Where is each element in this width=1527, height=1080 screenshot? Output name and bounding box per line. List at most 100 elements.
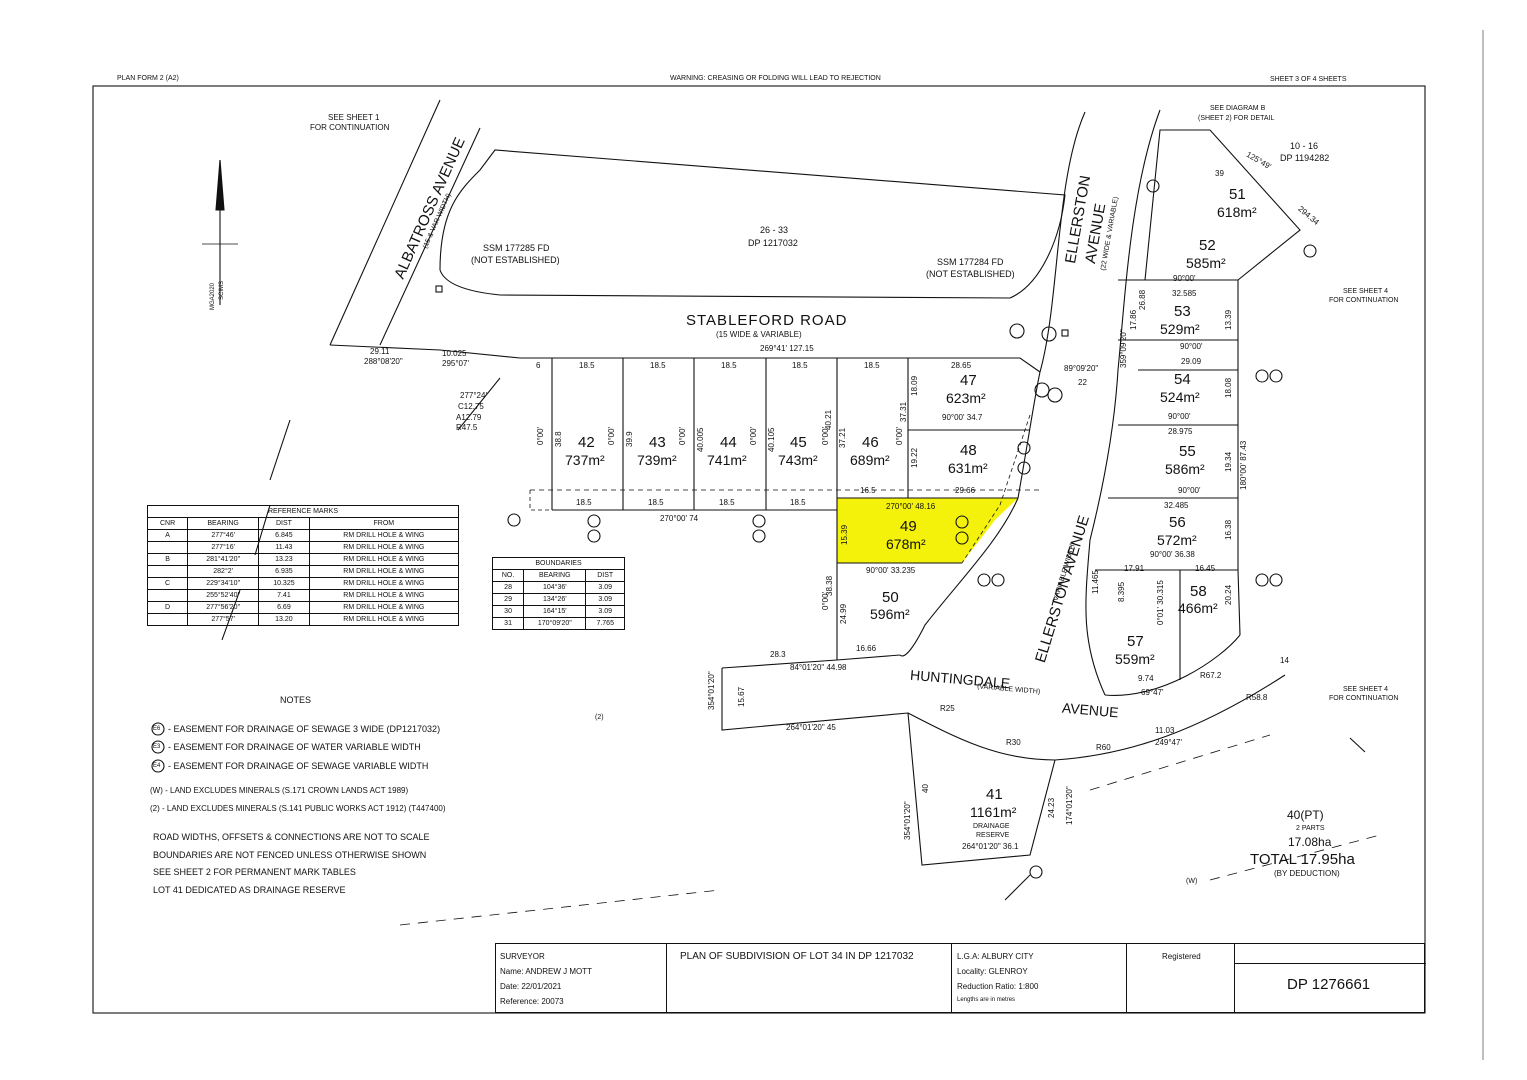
note-line2: BOUNDARIES ARE NOT FENCED UNLESS OTHERWI…	[153, 850, 427, 860]
lot-45-area: 743m²	[778, 452, 818, 468]
lengths-note: Lengths are in metres	[957, 997, 1016, 1003]
bnd-cell: 7.765	[585, 617, 625, 630]
e6-icon: E6	[153, 726, 161, 732]
plan-form-label: PLAN FORM 2 (A2)	[117, 75, 179, 82]
dp-number: DP 1276661	[1287, 976, 1371, 993]
dim-r47: R47.5	[456, 423, 478, 432]
ref-cell: 281°41'20"	[187, 553, 260, 566]
dim-rot-20: 17.86	[1129, 309, 1138, 330]
lot-45-number: 45	[790, 434, 807, 451]
dim-rot-9: 18.09	[910, 375, 919, 396]
dim-28-65: 28.65	[951, 361, 972, 370]
note-e3: - EASEMENT FOR DRAINAGE OF WATER VARIABL…	[168, 742, 421, 752]
dim-rot-5: 40.21	[824, 409, 833, 430]
bnd-header: NO.	[491, 569, 525, 582]
lot-54-number: 54	[1174, 371, 1191, 388]
dim-rot-13: 15.67	[737, 686, 746, 707]
dim-14: 14	[1280, 656, 1289, 665]
ref-cell: 11.43	[258, 541, 310, 554]
dim-17-91: 17.91	[1124, 564, 1145, 573]
lot-47-number: 47	[960, 372, 977, 389]
dim-r67: R67.2	[1200, 671, 1222, 680]
ref-header: DIST	[258, 517, 310, 530]
ref-cell: A	[146, 529, 189, 542]
lot-51-number: 51	[1229, 186, 1246, 203]
ref-cell: 7.41	[258, 589, 310, 602]
dim-16-45: 16.45	[1195, 564, 1216, 573]
note-line3: SEE SHEET 2 FOR PERMANENT MARK TABLES	[153, 867, 356, 877]
dim-rot-6: 37.21	[838, 427, 847, 448]
ref-cell: RM DRILL HOLE & WING	[308, 613, 460, 626]
dim-rot-12: 24.99	[839, 603, 848, 624]
dim-264-45: 264°01'20" 45	[786, 723, 836, 732]
lot-42-number: 42	[578, 434, 595, 451]
ref-cell: RM DRILL HOLE & WING	[308, 541, 460, 554]
lot-40-area: 17.08ha	[1288, 835, 1332, 849]
dim-a12: A12.79	[456, 413, 482, 422]
dim-rot-14: 40	[921, 784, 930, 793]
lot-40-label: 40(PT)	[1287, 808, 1324, 822]
dim-rot-8: 19.22	[910, 447, 919, 468]
dim-18-5-i: 18.5	[790, 498, 806, 507]
dim-r30: R30	[1006, 738, 1021, 747]
dim-90-34: 90°00' 34.7	[942, 413, 983, 422]
dim-c12: C12.75	[458, 402, 484, 411]
e3-icon: E3	[153, 744, 161, 750]
bnd-cell: 3.09	[585, 581, 625, 594]
dim-9-74: 9.74	[1138, 674, 1154, 683]
ref-cell: 6.935	[258, 565, 310, 578]
note-line1: ROAD WIDTHS, OFFSETS & CONNECTIONS ARE N…	[153, 832, 430, 842]
dim-89: 89°09'20"	[1064, 364, 1099, 373]
ref-cell: RM DRILL HOLE & WING	[308, 565, 460, 578]
bnd-header: BEARING	[523, 569, 587, 582]
lot-51-area: 618m²	[1217, 204, 1257, 220]
lot-52-number: 52	[1199, 237, 1216, 254]
ref-cell: 13.20	[258, 613, 310, 626]
lot-57-number: 57	[1127, 633, 1144, 650]
lot-46-area: 689m²	[850, 452, 890, 468]
lot-41-area: 1161m²	[970, 804, 1017, 820]
mga-label: MGA2020	[210, 282, 216, 310]
dim-16-66: 16.66	[856, 644, 877, 653]
ref-marks-title: REFERENCE MARKS	[147, 505, 459, 518]
note-line4: LOT 41 DEDICATED AS DRAINAGE RESERVE	[153, 885, 346, 895]
ref-cell: RM DRILL HOLE & WING	[308, 577, 460, 590]
dp-1194282: DP 1194282	[1280, 153, 1330, 163]
note-w: (W) - LAND EXCLUDES MINERALS (S.171 CROW…	[150, 786, 409, 795]
total-deduction: (BY DEDUCTION)	[1274, 869, 1340, 878]
total-area: TOTAL 17.95ha	[1250, 851, 1355, 868]
ref-header: BEARING	[187, 517, 260, 530]
dim-29-66: 29.66	[955, 486, 976, 495]
huntingdale-south-line	[721, 668, 1286, 761]
sheet2-detail: (SHEET 2) FOR DETAIL	[1198, 115, 1275, 122]
dim-90-36: 90°00' 36.38	[1150, 550, 1195, 559]
lot-53-area: 529m²	[1160, 321, 1200, 337]
lot-26-33-boundary	[439, 149, 1066, 299]
ref-cell: 282°2'	[187, 565, 260, 578]
registered-label: Registered	[1162, 952, 1201, 961]
ellerston-west-line	[899, 371, 1041, 657]
ref-cell: RM DRILL HOLE & WING	[308, 601, 460, 614]
ref-cell: RM DRILL HOLE & WING	[308, 589, 460, 602]
lot-49-number: 49	[900, 518, 917, 535]
notes-title: NOTES	[280, 695, 312, 705]
ssm-177284-note: (NOT ESTABLISHED)	[926, 269, 1015, 279]
dim-r25: R25	[940, 704, 955, 713]
bnd-header: DIST	[585, 569, 625, 582]
huntingdale-north-line	[1104, 634, 1241, 696]
ratio-label: Reduction Ratio: 1:800	[957, 982, 1039, 991]
ellerston-east-line	[1085, 369, 1119, 696]
ref-cell	[146, 613, 189, 626]
see-sheet4-a: SEE SHEET 4	[1343, 288, 1389, 295]
dim-90-d: 90°00'	[1178, 486, 1201, 495]
lot-50-number: 50	[882, 589, 899, 606]
lot-58-number: 58	[1190, 583, 1207, 600]
ref-cell	[146, 541, 189, 554]
sheet-frame	[92, 85, 1426, 1014]
dim-288: 288°08'20"	[364, 357, 403, 366]
